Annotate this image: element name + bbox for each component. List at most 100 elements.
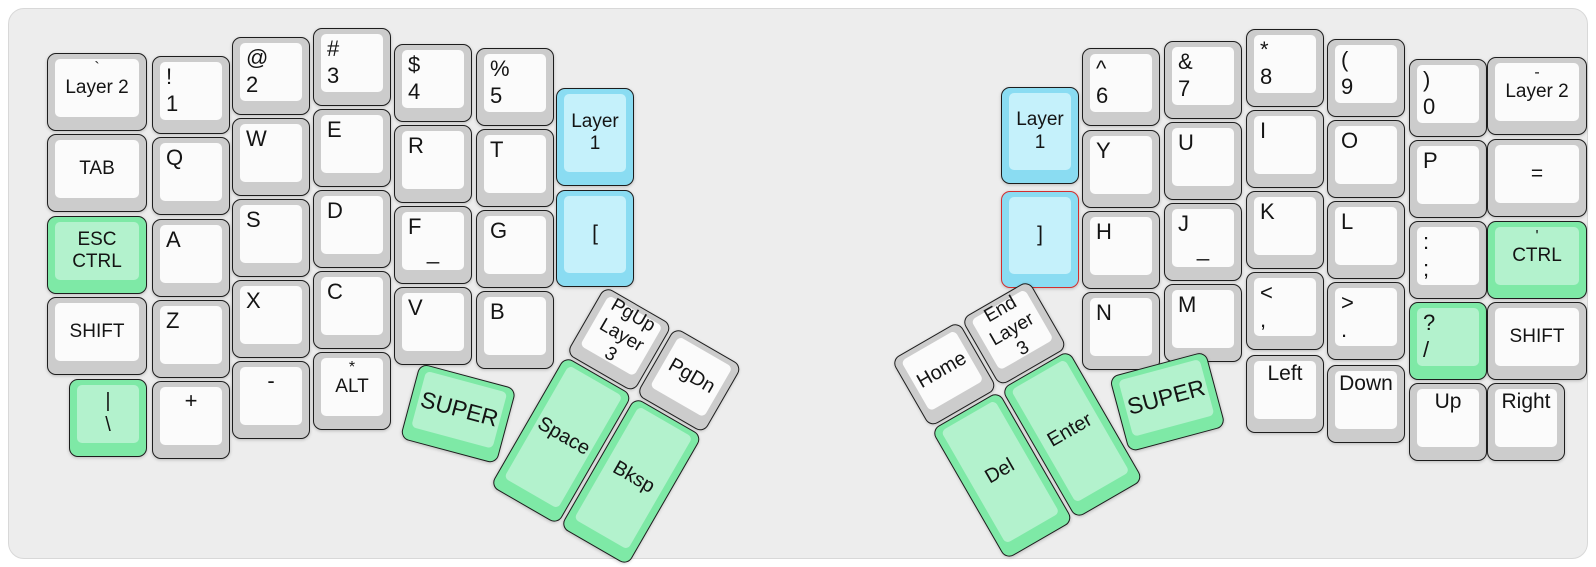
key-label: = [1530, 161, 1544, 185]
keycap-face: | \ [77, 385, 139, 443]
key-label: T [490, 137, 504, 162]
key-down-arrow[interactable]: Down [1327, 365, 1405, 443]
key-label: Layer 2 [1505, 80, 1569, 102]
key-8[interactable]: *8 [1246, 29, 1324, 107]
key-label: ; [1423, 256, 1430, 282]
key-q[interactable]: Q [152, 137, 230, 215]
key-4[interactable]: $4 [394, 44, 472, 122]
key-label: Right [1501, 390, 1551, 413]
key-9[interactable]: (9 [1327, 39, 1405, 117]
key-label: L [1341, 209, 1354, 234]
key-3[interactable]: #3 [313, 28, 391, 106]
key-tab[interactable]: TAB [47, 134, 147, 212]
key-label: : [1423, 229, 1430, 254]
key-m[interactable]: M [1164, 284, 1242, 362]
key-label: E [327, 117, 342, 142]
key-label: Bksp [608, 456, 659, 498]
key-layer1-right[interactable]: Layer 1 [1001, 87, 1079, 184]
key-up-arrow[interactable]: Up [1409, 383, 1487, 461]
keycap-face: D [321, 196, 383, 254]
key-o[interactable]: O [1327, 120, 1405, 198]
keycap-face: U [1172, 128, 1234, 186]
key-n[interactable]: N [1082, 292, 1160, 370]
key-6[interactable]: ^6 [1082, 48, 1160, 126]
key-alt[interactable]: *ALT [313, 352, 391, 430]
key-label: Enter [1043, 408, 1097, 452]
key-super-left[interactable]: SUPER [399, 363, 517, 465]
keycap-face: S [240, 205, 302, 263]
key-minus[interactable]: - [232, 361, 310, 439]
key-period[interactable]: >. [1327, 282, 1405, 360]
key-b[interactable]: B [476, 291, 554, 369]
key-plus[interactable]: + [152, 381, 230, 459]
key-label: ) [1423, 67, 1431, 92]
key-layer2-right[interactable]: -Layer 2 [1487, 57, 1587, 135]
key-left-arrow[interactable]: Left [1246, 355, 1324, 433]
key-g[interactable]: G [476, 210, 554, 288]
key-t[interactable]: T [476, 129, 554, 207]
key-j[interactable]: J_ [1164, 203, 1242, 281]
keycap-face: $4 [402, 50, 464, 108]
key-esc-ctrl[interactable]: ESC CTRL [47, 216, 147, 294]
key-e[interactable]: E [313, 109, 391, 187]
key-v[interactable]: V [394, 287, 472, 365]
keycap-face: ] [1009, 197, 1071, 274]
key-pipe-backslash[interactable]: | \ [69, 379, 147, 457]
key-2[interactable]: @2 [232, 37, 310, 115]
keycap-face: -Layer 2 [1495, 63, 1579, 121]
key-a[interactable]: A [152, 219, 230, 297]
key-l[interactable]: L [1327, 201, 1405, 279]
key-label: | \ [105, 390, 111, 436]
key-label: ' [1535, 228, 1539, 245]
key-right-bracket[interactable]: ] [1001, 191, 1079, 288]
key-1[interactable]: !1 [152, 56, 230, 134]
key-equals[interactable]: = [1487, 139, 1587, 217]
key-d[interactable]: D [313, 190, 391, 268]
key-x[interactable]: X [232, 280, 310, 358]
key-label: * [1260, 37, 1269, 62]
keycap-face: J_ [1172, 209, 1234, 267]
key-0[interactable]: )0 [1409, 59, 1487, 137]
key-label: . [1341, 317, 1348, 343]
keycap-face: `Layer 2 [55, 59, 139, 117]
key-layer1-left[interactable]: Layer 1 [556, 88, 634, 186]
keycap-face: PgDn [649, 336, 733, 418]
key-5[interactable]: %5 [476, 48, 554, 126]
key-comma[interactable]: <, [1246, 272, 1324, 350]
key-label: 5 [490, 83, 503, 109]
key-s[interactable]: S [232, 199, 310, 277]
key-left-bracket[interactable]: [ [556, 190, 634, 287]
keycap-face: PgUp Layer 3 [579, 295, 663, 377]
key-semicolon[interactable]: :; [1409, 221, 1487, 299]
key-r[interactable]: R [394, 125, 472, 203]
key-f[interactable]: F_ [394, 206, 472, 284]
key-shift-left[interactable]: SHIFT [47, 297, 147, 375]
keycap-face: *8 [1254, 35, 1316, 93]
key-quote-ctrl[interactable]: 'CTRL [1487, 221, 1587, 299]
key-right-arrow[interactable]: Right [1487, 383, 1565, 461]
key-w[interactable]: W [232, 118, 310, 196]
key-u[interactable]: U [1164, 122, 1242, 200]
key-7[interactable]: &7 [1164, 41, 1242, 119]
key-label: U [1178, 130, 1194, 155]
key-label: 8 [1260, 64, 1273, 90]
key-label: , [1260, 307, 1267, 333]
key-layer2-left[interactable]: `Layer 2 [47, 53, 147, 131]
key-slash[interactable]: ?/ [1409, 302, 1487, 380]
key-label: PgDn [664, 354, 719, 399]
key-z[interactable]: Z [152, 300, 230, 378]
key-label: J [1178, 211, 1189, 236]
key-label: K [1260, 199, 1275, 224]
key-y[interactable]: Y [1082, 130, 1160, 208]
key-i[interactable]: I [1246, 110, 1324, 188]
key-c[interactable]: C [313, 271, 391, 349]
key-k[interactable]: K [1246, 191, 1324, 269]
key-p[interactable]: P [1409, 140, 1487, 218]
key-shift-right[interactable]: SHIFT [1487, 302, 1587, 380]
key-label: 3 [327, 63, 340, 89]
keycap-face: %5 [484, 54, 546, 112]
key-label: SUPER [417, 386, 502, 433]
key-h[interactable]: H [1082, 211, 1160, 289]
keycap-face: + [160, 387, 222, 445]
key-label: < [1260, 280, 1273, 305]
